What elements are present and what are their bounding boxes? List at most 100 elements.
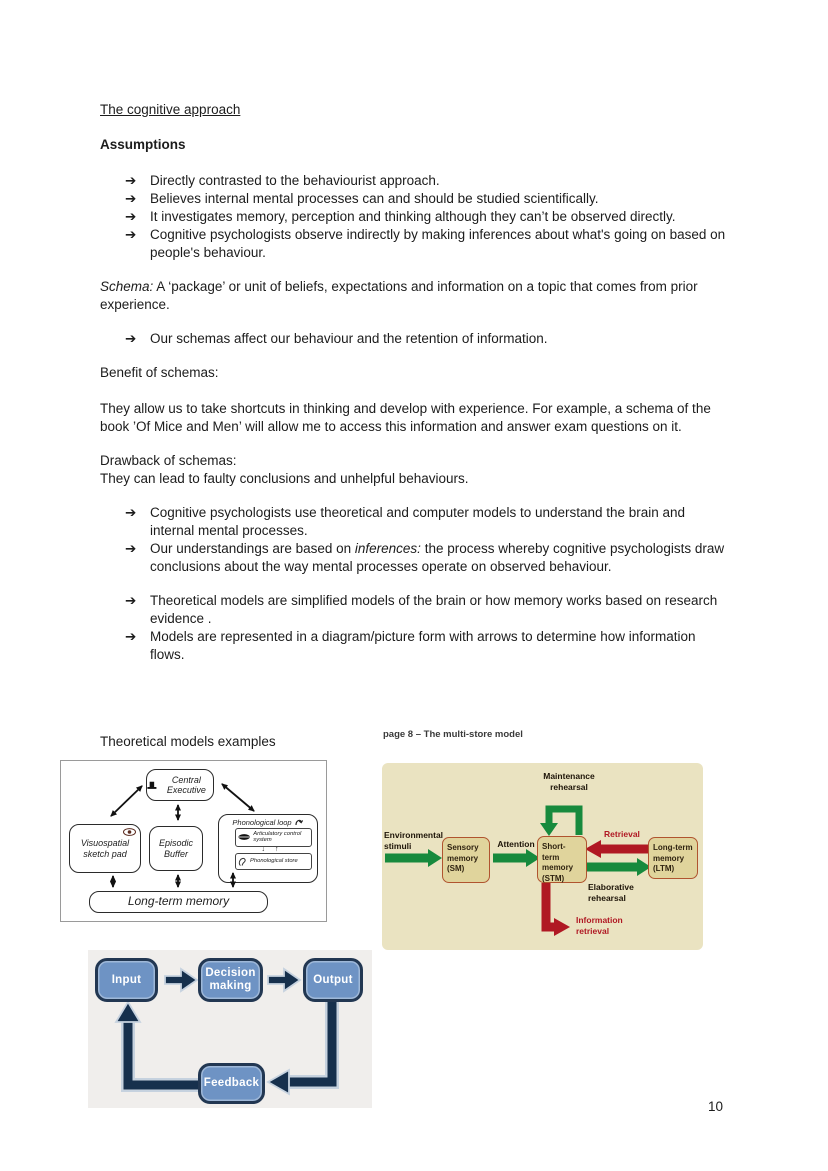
long-term-memory-box: Long-term memory xyxy=(89,891,268,913)
benefit-heading: Benefit of schemas: xyxy=(100,365,219,380)
bullet-text-post: the process whereby cognitive psychologi… xyxy=(150,541,725,574)
maintenance-rehearsal-label: Maintenance rehearsal xyxy=(543,771,595,792)
short-term-memory-box: Short-term memory (STM) xyxy=(537,836,587,883)
arrow-bullet-icon: ➔ xyxy=(125,541,137,556)
phonological-store-box: Phonological store xyxy=(235,852,312,870)
drawback-body: They can lead to faulty conclusions and … xyxy=(100,471,469,486)
loop-mini-arrows: ↓↑ xyxy=(261,845,289,853)
attention-label: Attention xyxy=(497,839,535,849)
arrow-bullet-icon: ➔ xyxy=(125,629,137,644)
output-to-feedback-line xyxy=(288,1000,337,1087)
articulatory-label: Articulatory control system xyxy=(253,831,302,844)
arrow-bullet-icon: ➔ xyxy=(125,191,137,206)
list-item: ➔ Our understandings are based on inferen… xyxy=(100,540,727,576)
bullet-text: Theoretical models are simplified models… xyxy=(150,593,718,626)
list-item: ➔ Directly contrasted to the behaviourist… xyxy=(100,172,727,190)
arrow-bullet-icon: ➔ xyxy=(125,593,137,608)
models-list: ➔ Cognitive psychologists use theoretical… xyxy=(100,504,727,576)
list-item: ➔ Our schemas affect our behaviour and th… xyxy=(100,330,727,348)
bullet-text: Models are represented in a diagram/pict… xyxy=(150,629,696,662)
phonological-loop-label: Phonological loop xyxy=(232,817,292,827)
arrow-bullet-icon: ➔ xyxy=(125,209,137,224)
input-box: Input xyxy=(95,958,158,1002)
decision-to-output-arrow xyxy=(267,967,302,993)
multi-store-caption: page 8 – The multi-store model xyxy=(383,729,523,740)
bullet-text: Our schemas affect our behaviour and the… xyxy=(150,331,548,346)
schema-bullet-list: ➔ Our schemas affect our behaviour and th… xyxy=(100,330,727,348)
visuospatial-box: Visuospatial sketch pad xyxy=(69,824,141,873)
ear-icon xyxy=(238,857,246,866)
lips-icon xyxy=(238,834,250,841)
page-title: The cognitive approach xyxy=(100,102,241,117)
feedback-box: Feedback xyxy=(198,1063,265,1104)
retrieval-arrow xyxy=(585,840,650,858)
episodic-buffer-label: Episodic Buffer xyxy=(158,837,194,859)
arrow-bullet-icon: ➔ xyxy=(125,331,137,346)
information-retrieval-arrowhead xyxy=(554,918,570,936)
msm-arrows xyxy=(385,805,651,936)
episodic-buffer-box: Episodic Buffer xyxy=(149,826,203,871)
top-hat-icon xyxy=(147,781,157,789)
visuospatial-label: Visuospatial sketch pad xyxy=(80,837,130,859)
sensory-memory-box: Sensory memory (SM) xyxy=(442,837,490,883)
flow-arrows xyxy=(114,967,339,1096)
assumptions-heading: Assumptions xyxy=(100,137,186,152)
bullet-text: Cognitive psychologists observe indirect… xyxy=(150,227,726,260)
eye-icon xyxy=(123,828,136,839)
document-body: The cognitive approach Assumptions ➔ Dire… xyxy=(100,101,727,680)
input-to-decision-arrow xyxy=(164,967,199,993)
information-retrieval-label: Information retrieval xyxy=(576,915,623,936)
environmental-stimuli-label: Environmental stimuli xyxy=(384,830,444,851)
page-number: 10 xyxy=(708,1099,724,1114)
stimuli-arrow xyxy=(385,849,442,867)
theory-list: ➔ Theoretical models are simplified model… xyxy=(100,592,727,664)
bullet-text: It investigates memory, perception and t… xyxy=(150,209,676,224)
bullet-text: Cognitive psychologists use theoretical … xyxy=(150,505,686,538)
inferences-term: inferences: xyxy=(354,541,421,556)
long-term-memory-box: Long-term memory (LTM) xyxy=(648,837,698,879)
attention-arrow xyxy=(493,849,540,867)
phonological-loop-box: Phonological loop Articulatory control s… xyxy=(218,814,318,883)
list-item: ➔ Models are represented in a diagram/pic… xyxy=(100,628,727,664)
elaborative-arrow xyxy=(586,858,651,876)
bullet-text-pre: Our understandings are based on xyxy=(150,541,355,556)
phonological-loop-title: Phonological loop xyxy=(219,817,317,827)
drawback-block: Drawback of schemas: They can lead to fau… xyxy=(100,452,727,488)
phonological-store-label: Phonological store xyxy=(250,858,298,865)
list-item: ➔ Cognitive psychologists use theoretical… xyxy=(100,504,727,540)
decision-making-box: Decision making xyxy=(198,958,263,1002)
schema-definition: Schema: A ‘package’ or unit of beliefs, … xyxy=(100,278,727,314)
arrow-bullet-icon: ➔ xyxy=(125,227,137,242)
maintenance-loop xyxy=(545,805,583,835)
articulatory-box: Articulatory control system xyxy=(235,828,312,847)
input-arrowhead xyxy=(114,1000,142,1023)
bullet-text: Directly contrasted to the behaviourist … xyxy=(150,173,440,188)
retrieval-label: Retrieval xyxy=(604,829,640,839)
output-box: Output xyxy=(303,958,363,1002)
arrow-bullet-icon: ➔ xyxy=(125,173,137,188)
list-item: ➔ Cognitive psychologists observe indirec… xyxy=(100,226,727,262)
maintenance-arrowhead xyxy=(540,823,558,836)
assumptions-list: ➔ Directly contrasted to the behaviourist… xyxy=(100,172,727,262)
loop-arrow-icon xyxy=(295,819,303,826)
list-item: ➔ Theoretical models are simplified model… xyxy=(100,592,727,628)
central-executive-label: Central Executive xyxy=(166,775,206,795)
schema-text: A ‘package’ or unit of beliefs, expectat… xyxy=(100,279,698,312)
benefit-body: They allow us to take shortcuts in think… xyxy=(100,401,711,434)
schema-term: Schema: xyxy=(100,279,154,294)
feedback-to-input-line xyxy=(123,1020,200,1090)
working-memory-model-diagram: Central Executive Visuospatial sketch pa… xyxy=(60,760,327,922)
central-executive-box: Central Executive xyxy=(146,769,214,801)
examples-label: Theoretical models examples xyxy=(100,734,276,749)
drawback-heading: Drawback of schemas: xyxy=(100,453,237,468)
information-processing-flow-diagram: Input Decision making Output Feedback xyxy=(88,950,372,1108)
list-item: ➔ Believes internal mental processes can … xyxy=(100,190,727,208)
bullet-text: Believes internal mental processes can a… xyxy=(150,191,599,206)
elaborative-rehearsal-label: Elaborative rehearsal xyxy=(588,882,634,903)
arrow-bullet-icon: ➔ xyxy=(125,505,137,520)
long-term-memory-label: Long-term memory xyxy=(127,894,230,908)
multi-store-model-diagram: Environmental stimuli Sensory memory (SM… xyxy=(382,763,703,950)
feedback-arrowhead xyxy=(266,1068,290,1096)
information-retrieval-line xyxy=(541,883,555,932)
